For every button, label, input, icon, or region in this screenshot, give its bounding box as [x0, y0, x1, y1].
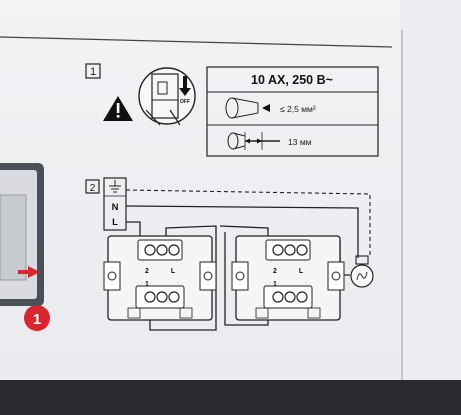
lamp-icon [350, 255, 374, 288]
neutral-wire [125, 205, 359, 258]
callout-badge [24, 305, 50, 331]
step2-box [85, 179, 100, 194]
left-switch-label-1: 1 [145, 281, 149, 288]
right-switch-label-2: 2 [273, 268, 277, 275]
terminal-n-label: N [112, 202, 119, 213]
step1-number: 1 [90, 66, 96, 78]
left-switch-label-2: 2 [145, 268, 149, 275]
warning-icon [103, 96, 133, 121]
rating-text: 10 AX, 250 B~ [251, 73, 333, 87]
terminal-block [103, 177, 127, 231]
wire-section-text: ≤ 2,5 мм² [280, 104, 316, 114]
terminal-l-label: L [112, 217, 118, 228]
left-switch-mechanism [103, 235, 217, 321]
circuit-breaker-icon [138, 67, 196, 126]
arrow-down-icon [179, 76, 191, 96]
callout-number: 1 [33, 311, 41, 328]
wire-section-icon [225, 97, 270, 119]
strip-length-text: 13 мм [288, 137, 312, 147]
switch-faceplate-edge [0, 163, 44, 306]
breaker-off-label: OFF [180, 99, 190, 105]
right-switch-label-l: L [299, 268, 304, 275]
top-rule [0, 36, 393, 48]
ground-icon [109, 180, 121, 193]
screen-bezel-bottom [0, 380, 461, 415]
left-switch-label-l: L [171, 268, 176, 275]
strip-length-icon [227, 132, 280, 150]
right-switch-mechanism [231, 235, 345, 321]
arrow-right-icon [18, 266, 40, 278]
step2-number: 2 [90, 182, 96, 194]
spec-box [206, 66, 379, 157]
traveler-wire-2 [219, 225, 269, 238]
page-margin-right [400, 0, 461, 380]
step1-box [85, 63, 101, 79]
right-switch-label-1: 1 [273, 281, 277, 288]
